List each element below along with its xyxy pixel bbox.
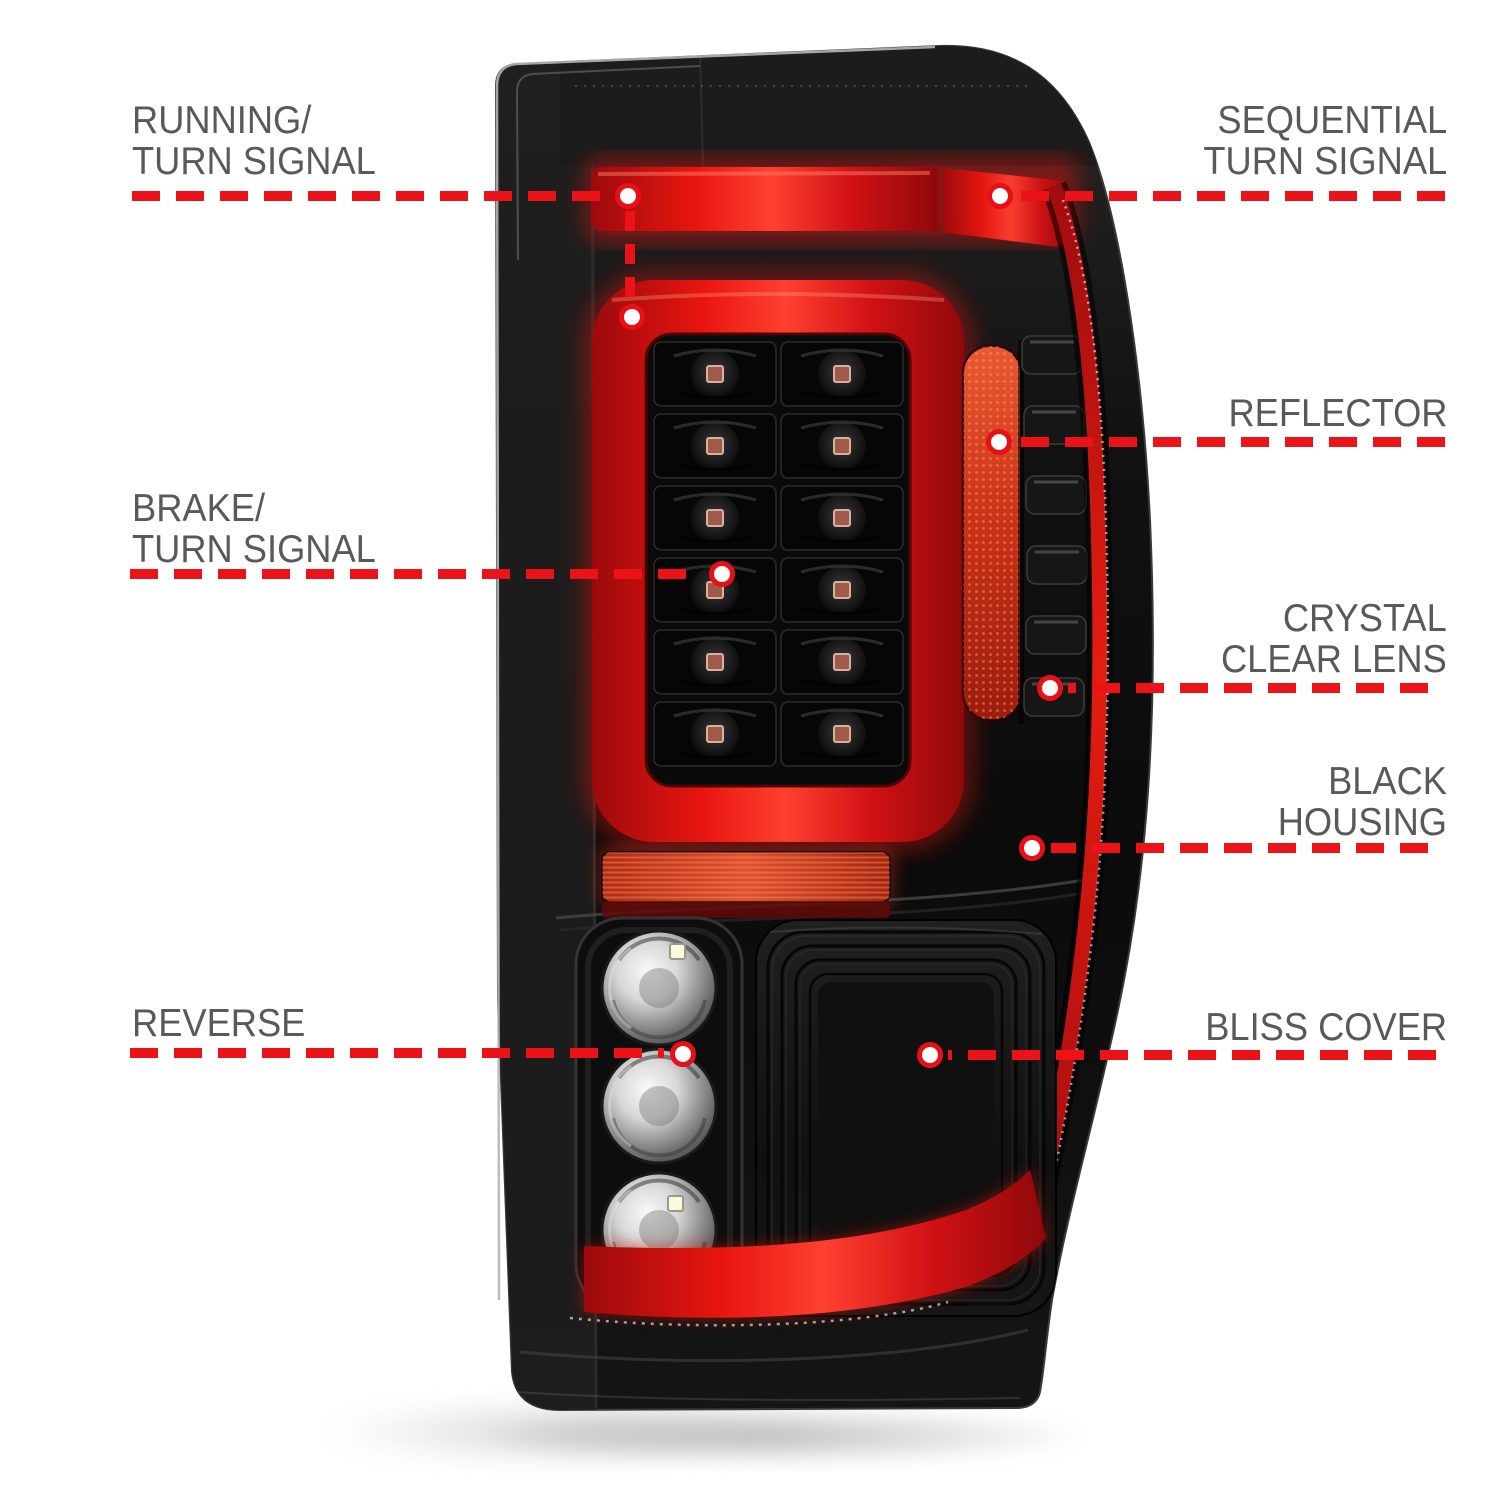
- callout-dot-brake-turn-signal: [709, 561, 735, 587]
- callout-label-crystal-clear-lens: CRYSTAL CLEAR LENS: [1221, 597, 1447, 681]
- callout-dot-running-turn-signal-2: [619, 304, 645, 330]
- leader-line-bliss-cover: [948, 1050, 1436, 1060]
- brake-light-frame: [584, 272, 972, 850]
- leader-line-brake-turn-signal: [130, 569, 702, 579]
- callout-label-black-housing: BLACK HOUSING: [1277, 760, 1447, 844]
- side-reflector: [962, 340, 1024, 724]
- leader-line-reflector: [1018, 437, 1445, 447]
- mid-reflector-bar: [598, 846, 894, 918]
- callout-dot-crystal-clear-lens: [1037, 675, 1063, 701]
- callout-dot-sequential-turn-signal: [987, 183, 1013, 209]
- leader-line-running-turn-signal-vertical: [625, 211, 635, 301]
- callout-dot-bliss-cover: [917, 1042, 943, 1068]
- lens-lip-highlight: [495, 45, 936, 1301]
- leader-line-sequential-turn-signal: [1019, 191, 1445, 201]
- callout-label-brake-turn-signal: BRAKE/ TURN SIGNAL: [132, 487, 376, 571]
- leader-line-black-housing: [1051, 843, 1428, 853]
- lamp-shadow: [320, 1398, 1090, 1466]
- bottom-light-bar: [515, 1170, 1046, 1401]
- callout-dot-running-turn-signal: [615, 183, 641, 209]
- callout-dot-reverse: [670, 1041, 696, 1067]
- callout-label-sequential-turn-signal: SEQUENTIAL TURN SIGNAL: [1203, 99, 1447, 183]
- callout-label-reverse: REVERSE: [132, 1002, 306, 1045]
- leader-line-reverse: [130, 1048, 664, 1058]
- edge-light-stripe: [1015, 181, 1113, 1263]
- callout-dot-black-housing: [1019, 835, 1045, 861]
- leader-line-crystal-clear-lens: [1068, 683, 1428, 693]
- callout-dot-reflector: [986, 429, 1012, 455]
- callout-label-running-turn-signal: RUNNING/ TURN SIGNAL: [132, 99, 376, 183]
- leader-line-running-turn-signal: [132, 191, 614, 201]
- reverse-light-cluster: [574, 916, 744, 1312]
- callout-label-reflector: REFLECTOR: [1227, 392, 1447, 435]
- running-light-bar: [586, 158, 1078, 247]
- callout-label-bliss-cover: BLISS COVER: [1205, 1006, 1447, 1049]
